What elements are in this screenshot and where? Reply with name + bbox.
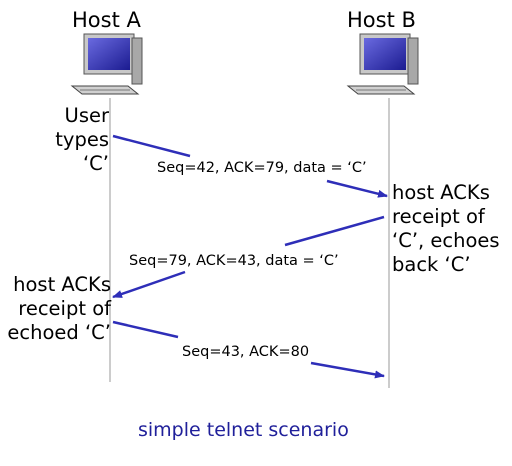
note-line: host ACKs (392, 181, 490, 204)
message-arrow-1 (112, 134, 388, 198)
note-line: ‘C’, echoes (392, 229, 500, 252)
note-line: back ‘C’ (392, 253, 471, 276)
message-label-2: Seq=79, ACK=43, data = ‘C’ (129, 253, 339, 269)
message-arrow-3 (112, 320, 385, 379)
message-label-3: Seq=43, ACK=80 (182, 344, 310, 360)
desktop-computer-icon (346, 33, 419, 95)
note-line: receipt of (392, 205, 485, 228)
note-line: receipt of (18, 297, 111, 320)
note-line: echoed ‘C’ (7, 321, 111, 344)
host-b-label: Host B (347, 8, 416, 32)
note-line: ‘C’ (82, 152, 109, 175)
host-a-label: Host A (72, 8, 141, 32)
host-a-ack-note: host ACKs receipt of echoed ‘C’ (7, 273, 111, 345)
note-line: host ACKs (13, 273, 111, 296)
user-types-note: User types ‘C’ (55, 104, 109, 176)
message-label-1: Seq=42, ACK=79, data = ‘C’ (157, 160, 367, 176)
desktop-computer-icon (70, 33, 143, 95)
note-line: types (55, 128, 109, 151)
host-b-echo-note: host ACKs receipt of ‘C’, echoes back ‘C… (392, 181, 500, 277)
note-line: User (64, 104, 109, 127)
diagram-caption: simple telnet scenario (138, 419, 349, 441)
message-arrow-2 (112, 215, 385, 299)
